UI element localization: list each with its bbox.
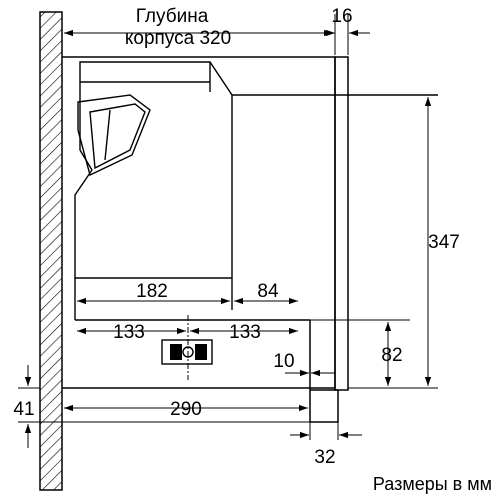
- label-height-347: 347: [428, 232, 460, 253]
- label-width-290: 290: [170, 399, 202, 420]
- dimension-lines: [24, 29, 432, 448]
- dimension-labels: Глубина корпуса 320 16 347 182 84 133 13…: [13, 6, 492, 494]
- label-front-thickness: 16: [331, 6, 352, 27]
- front-panel-handle: [309, 389, 339, 423]
- extension-lines: [18, 14, 438, 440]
- label-height-82: 82: [381, 345, 402, 366]
- motor-housing: [74, 61, 233, 279]
- outlet-flap-rib: [104, 109, 111, 161]
- bracket-body: [161, 339, 213, 365]
- outlet-flap: [77, 94, 151, 176]
- label-gap-10: 10: [273, 351, 294, 372]
- label-width-32: 32: [314, 447, 335, 468]
- label-depth-line2: корпуса 320: [125, 28, 231, 49]
- cabinet-box: [62, 56, 336, 389]
- outlet-flap-inner: [89, 103, 146, 170]
- front-panel: [309, 56, 349, 423]
- label-width-84: 84: [257, 281, 279, 302]
- label-left-133: 133: [113, 322, 145, 343]
- bracket-clip-left: [170, 344, 182, 360]
- wall-hatching: [39, 11, 63, 491]
- label-height-41: 41: [13, 399, 34, 420]
- wall: [39, 11, 63, 491]
- label-depth-line1: Глубина: [136, 6, 209, 27]
- bracket-clip-right: [195, 344, 207, 360]
- label-width-182: 182: [136, 281, 168, 302]
- front-panel-board: [334, 56, 349, 391]
- label-right-133: 133: [229, 322, 261, 343]
- label-units-note: Размеры в мм: [373, 474, 492, 494]
- mounting-bracket: [161, 315, 213, 380]
